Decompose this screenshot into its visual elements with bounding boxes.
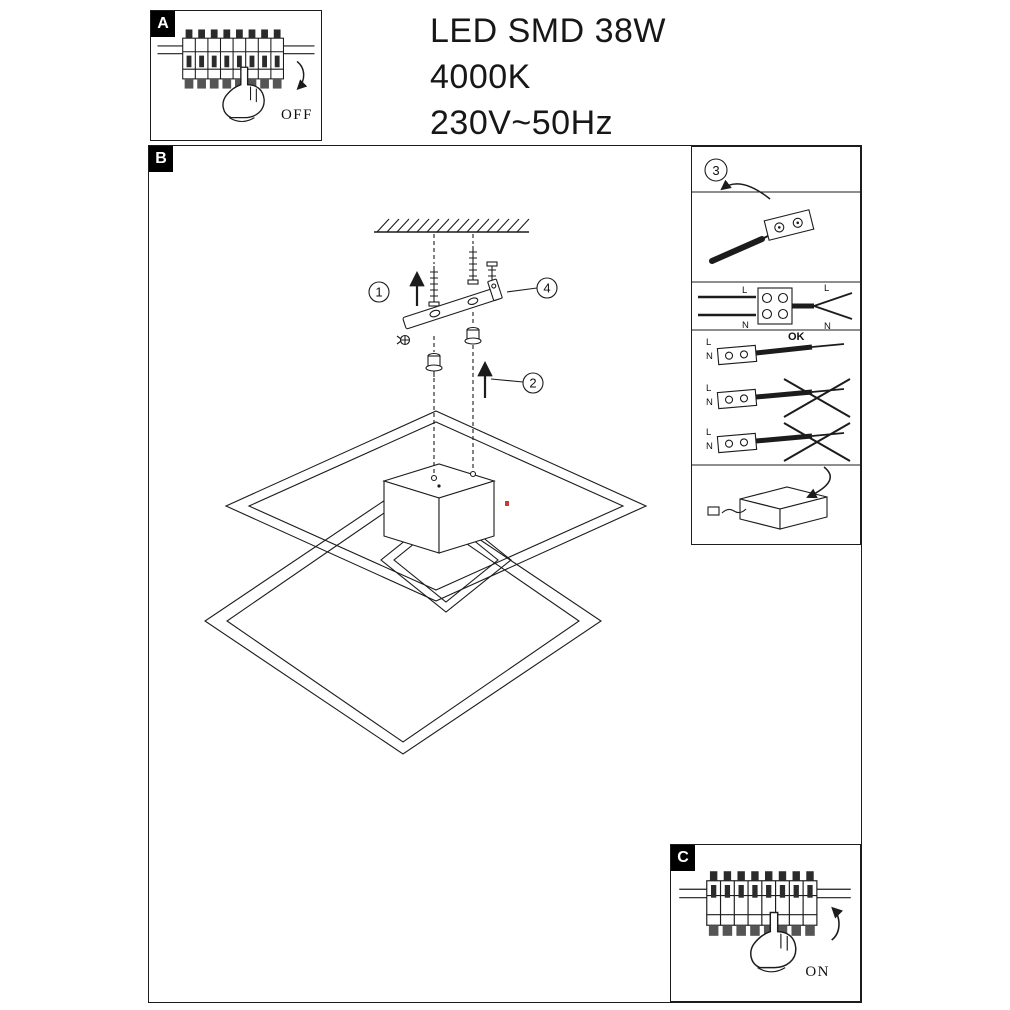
spec-line-voltage: 230V~50Hz xyxy=(430,104,614,142)
ok-l: L xyxy=(706,337,711,348)
ln-split-illustration: L N L N xyxy=(698,283,853,332)
split-right-l: L xyxy=(824,283,829,294)
cross-mark-2 xyxy=(783,422,851,462)
pointing-hand xyxy=(222,66,265,123)
ceiling-screw-left xyxy=(428,266,440,307)
bad1-n: N xyxy=(706,397,713,408)
on-label: ON xyxy=(805,964,830,980)
svg-text:1: 1 xyxy=(375,285,382,300)
split-right-n: N xyxy=(824,321,831,332)
hanging-fastener-left xyxy=(425,352,443,377)
bad2-l: L xyxy=(706,427,711,438)
step-4-marker: 4 xyxy=(536,277,558,299)
spec-line-power: LED SMD 38W xyxy=(430,12,666,50)
panel-a-label: A xyxy=(151,11,175,37)
panel-b: B xyxy=(148,145,862,1003)
panel-b-label: B xyxy=(149,146,173,172)
fixture-frame-small xyxy=(380,507,512,613)
spec-line-color-temp: 4000K xyxy=(430,58,531,96)
wrong-connection-2: L N xyxy=(706,422,851,462)
correct-connection-illustration: L N OK xyxy=(706,331,845,366)
product-spec-title: LED SMD 38W 4000K 230V~50Hz xyxy=(430,8,666,146)
insert-arrow xyxy=(720,179,771,200)
step-1-marker: 1 xyxy=(368,281,390,303)
step-4-leader xyxy=(506,287,538,293)
bad2-n: N xyxy=(706,441,713,452)
fixture-frame-large xyxy=(204,487,602,755)
panel-a: A xyxy=(150,10,322,141)
close-cover-illustration xyxy=(707,466,831,530)
wiring-instructions: 3 xyxy=(692,158,860,530)
panel-dividers xyxy=(692,191,860,466)
breaker-modules xyxy=(706,871,818,936)
breaker-on-illustration xyxy=(679,871,851,973)
svg-text:2: 2 xyxy=(529,376,536,391)
ok-n: N xyxy=(706,351,713,362)
step-3-panel: 3 xyxy=(691,146,861,545)
svg-text:3: 3 xyxy=(712,163,719,178)
ceiling-hatch xyxy=(374,218,530,233)
mounting-diagram: 1 2 4 xyxy=(204,218,648,755)
step-3-marker: 3 xyxy=(704,158,728,182)
terminal-insert-illustration xyxy=(709,179,815,264)
red-mark xyxy=(505,501,509,506)
split-left-n: N xyxy=(742,320,749,331)
canopy-box xyxy=(382,463,496,554)
cross-mark-1 xyxy=(783,378,851,418)
panel-c-label: C xyxy=(671,845,695,871)
switch-off-arrow xyxy=(296,60,308,91)
fixture-frames xyxy=(204,410,648,755)
hanging-fastener-right xyxy=(464,326,482,345)
step-2-marker: 2 xyxy=(522,372,544,394)
switch-on-arrow xyxy=(831,906,843,941)
close-arrow xyxy=(806,466,831,499)
ceiling-screw-right xyxy=(467,246,479,285)
bracket-wing-screw xyxy=(396,334,411,346)
off-label: OFF xyxy=(280,107,313,123)
alignment-dashed-lines xyxy=(433,234,493,476)
breaker-modules xyxy=(182,29,285,89)
fixture-frame-medium xyxy=(224,410,648,602)
svg-text:4: 4 xyxy=(543,281,550,296)
step-2-leader xyxy=(490,378,524,383)
wrong-connection-1: L N xyxy=(706,378,851,418)
panel-c: C xyxy=(670,844,861,1002)
bracket-screw-top-right xyxy=(486,261,498,280)
mounting-bracket xyxy=(402,278,503,330)
ok-text: OK xyxy=(788,331,805,343)
pointing-hand xyxy=(750,911,797,973)
breaker-off-illustration xyxy=(157,29,315,123)
split-left-l: L xyxy=(742,285,747,296)
bad1-l: L xyxy=(706,383,711,394)
